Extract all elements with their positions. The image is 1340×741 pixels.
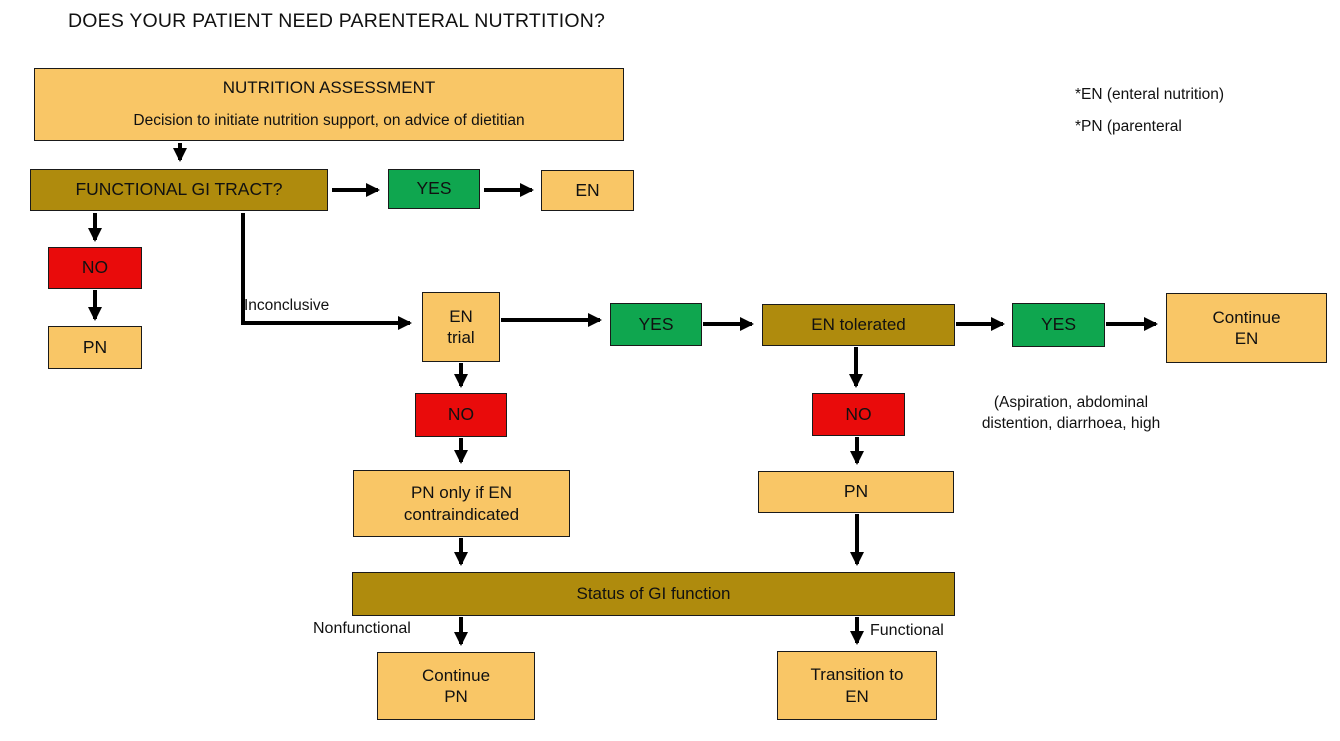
aspiration-annotation: (Aspiration, abdominal distention, diarr… [936, 393, 1206, 435]
node-en-trial-line1: EN [449, 306, 473, 326]
node-continue-pn-line2: PN [444, 687, 468, 706]
node-transition-to-en-line1: Transition to [810, 665, 904, 685]
node-nutrition-assessment-subtitle: Decision to initiate nutrition support, … [133, 111, 525, 129]
node-pn-only-line2: contraindicated [403, 504, 520, 524]
node-en-outcome: EN [541, 170, 634, 211]
edge-label-nonfunctional: Nonfunctional [313, 620, 411, 637]
node-no-tolerated: NO [812, 393, 905, 436]
node-continue-en-line1: Continue [1212, 307, 1281, 327]
node-status-gi-function: Status of GI function [352, 572, 955, 616]
node-yes-trial: YES [610, 303, 702, 346]
node-en-trial: EN trial [422, 292, 500, 362]
node-pn-only-if-en-contraindicated: PN only if EN contraindicated [353, 470, 570, 537]
node-yes-gi: YES [388, 169, 480, 209]
node-yes-tolerated: YES [1012, 303, 1105, 347]
node-transition-to-en-line2: EN [845, 686, 869, 706]
node-nutrition-assessment-title: NUTRITION ASSESSMENT [222, 78, 436, 97]
node-continue-pn: Continue PN [377, 652, 535, 720]
aspiration-annotation-line2: distention, diarrhoea, high [981, 414, 1161, 432]
edge-label-inconclusive: Inconclusive [244, 297, 330, 314]
node-no-trial: NO [415, 393, 507, 437]
node-en-trial-line2: trial [447, 328, 475, 347]
node-nutrition-assessment: NUTRITION ASSESSMENT Decision to initiat… [34, 68, 624, 141]
node-continue-pn-line1: Continue [421, 665, 491, 685]
node-pn-only-line1: PN only if EN [410, 483, 513, 503]
page-title: DOES YOUR PATIENT NEED PARENTERAL NUTRTI… [68, 10, 606, 32]
node-continue-en: Continue EN [1166, 293, 1327, 363]
aspiration-annotation-line1: (Aspiration, abdominal [993, 394, 1149, 411]
node-no-gi: NO [48, 247, 142, 289]
node-en-tolerated: EN tolerated [762, 304, 955, 346]
node-continue-en-line2: EN [1234, 329, 1259, 348]
node-pn-after-intolerance: PN [758, 471, 954, 513]
node-pn-outcome: PN [48, 326, 142, 369]
node-transition-to-en: Transition to EN [777, 651, 937, 720]
node-functional-gi-tract: FUNCTIONAL GI TRACT? [30, 169, 328, 211]
edge-label-functional: Functional [870, 622, 944, 639]
legend-en-note: *EN (enteral nutrition) [1075, 86, 1225, 103]
legend-pn-note: *PN (parenteral [1075, 118, 1182, 135]
